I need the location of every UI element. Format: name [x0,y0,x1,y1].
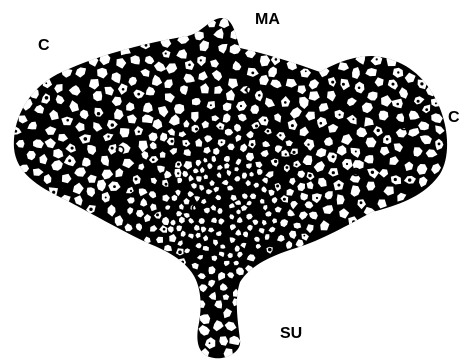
cell-nucleus [177,163,180,166]
cell-nucleus [283,198,286,201]
label-ma: MA [255,12,280,28]
cell-nucleus [138,131,140,133]
cell-nucleus [137,93,140,96]
cell-nucleus [122,88,125,91]
cell-nucleus [320,122,323,125]
cell-nucleus [305,70,307,72]
cell-nucleus [68,159,71,162]
cell-nucleus [438,143,441,146]
cell-nucleus [392,83,395,86]
cell-nucleus [435,102,437,104]
cell-nucleus [89,208,92,211]
cell-nucleus [188,64,191,67]
cell-nucleus [267,130,270,133]
cell-nucleus [268,248,272,252]
cell-nucleus [255,125,258,128]
cell-nucleus [337,184,340,187]
cell-nucleus [360,201,363,204]
cell-nucleus [371,171,374,174]
cell-nucleus [251,72,254,75]
cell-nucleus [332,155,335,158]
cell-nucleus [291,124,294,127]
cell-nucleus [292,151,295,154]
cell-nucleus [181,261,184,264]
cell-nucleus [240,105,242,107]
cell-nucleus [52,191,55,194]
cell-nucleus [346,163,348,165]
cell-nucleus [308,174,311,177]
cell-nucleus [163,228,166,231]
cell-nucleus [71,147,74,150]
cell-nucleus [111,123,114,126]
label-c-left: C [38,38,50,54]
cell-nucleus [397,71,399,73]
cell-nucleus [396,103,399,106]
cell-nucleus [285,153,287,155]
cell-nucleus [130,190,132,192]
cell-nucleus [355,151,357,153]
cell-nucleus [14,130,17,133]
cell-nucleus [156,213,159,216]
cell-nucleus [200,59,202,61]
cell-nucleus [303,235,305,237]
cell-nucleus [195,128,198,131]
cell-nucleus [209,342,211,344]
cell-nucleus [316,197,318,199]
cell-nucleus [45,96,49,100]
cell-nucleus [275,58,278,61]
cell-nucleus [264,119,266,121]
cell-nucleus [221,141,223,143]
cell-nucleus [358,87,361,90]
cell-nucleus [135,178,138,181]
cell-nucleus [177,172,179,174]
cell-nucleus [251,143,254,146]
tissue-cell [192,98,201,105]
cell-nucleus [417,100,420,103]
cell-nucleus [286,166,289,169]
cell-nucleus [210,104,212,106]
cell-nucleus [352,118,354,120]
cell-nucleus [295,164,297,166]
cell-nucleus [97,112,100,115]
tissue-cell [386,55,397,66]
label-su: SU [280,326,302,342]
cell-nucleus [425,108,428,111]
cell-nucleus [339,114,341,116]
cell-nucleus [66,119,69,122]
cell-nucleus [386,138,389,141]
cell-nucleus [111,147,114,150]
cell-nucleus [107,135,109,137]
cell-nucleus [45,82,47,84]
cell-nucleus [352,220,356,224]
cell-nucleus [408,178,411,181]
cell-nucleus [105,197,107,199]
cell-nucleus [84,137,88,141]
cell-nucleus [145,44,148,47]
cell-nucleus [171,140,174,143]
cell-nucleus [307,143,309,145]
cell-nucleus [284,101,287,104]
cell-nucleus [165,52,167,54]
cell-nucleus [342,83,345,86]
cell-nucleus [331,81,334,84]
cell-nucleus [165,183,168,186]
cell-nucleus [219,126,221,128]
cell-nucleus [394,178,397,181]
cell-nucleus [152,159,155,162]
cell-nucleus [185,143,187,145]
cell-nucleus [274,160,277,163]
cell-nucleus [279,134,281,136]
label-c-right: C [448,110,460,126]
cell-nucleus [332,171,335,174]
cell-nucleus [258,94,261,97]
cell-nucleus [376,58,378,60]
cell-nucleus [377,129,380,132]
cell-nucleus [113,185,116,188]
cell-nucleus [420,82,423,85]
cell-nucleus [178,250,182,254]
cell-nucleus [276,185,279,188]
